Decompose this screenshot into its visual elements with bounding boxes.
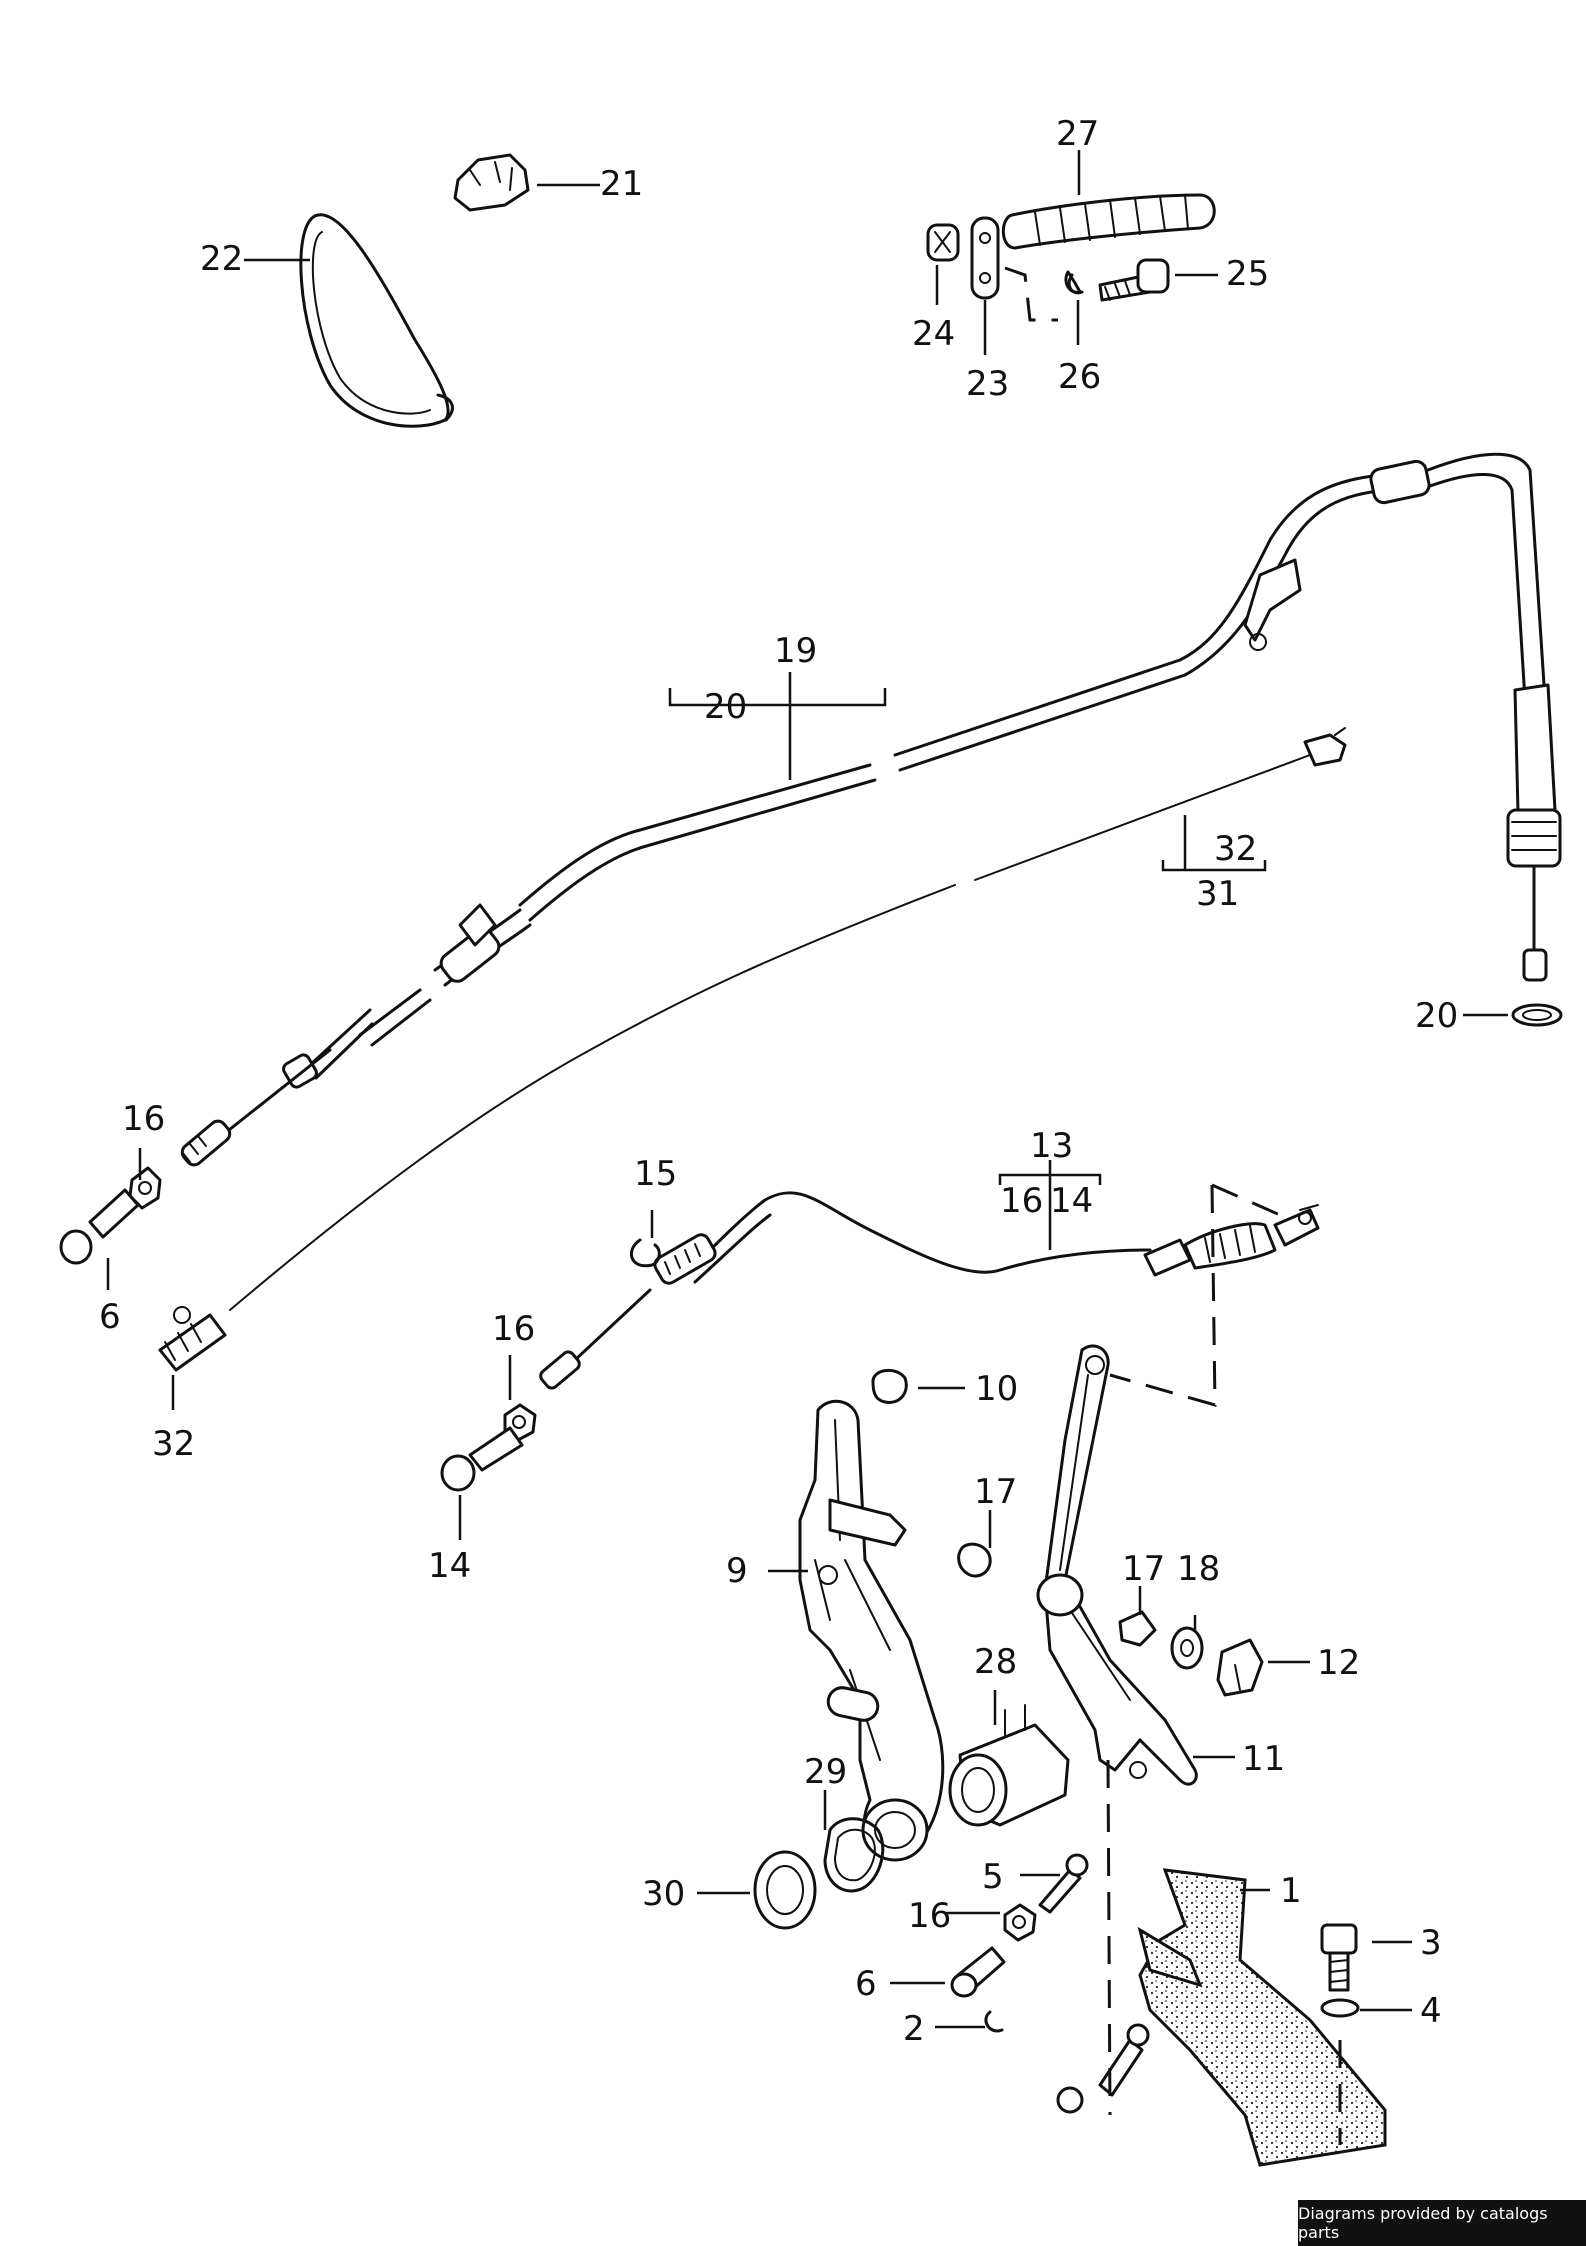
callout-1: 1: [1280, 1871, 1302, 1911]
callout-20: 20: [1415, 996, 1458, 1036]
callout-16-lower: 16: [908, 1896, 951, 1936]
bolt-part-3: [1320, 1923, 1358, 1955]
middle-cable-part-13: [539, 1191, 1320, 1390]
bushing-part-10: [871, 1368, 908, 1404]
pedal-bracket-part-9: [798, 1399, 945, 1862]
inner-cable-part-31: [158, 727, 1347, 1372]
clip-part-21: [453, 153, 530, 212]
callout-6-lower: 6: [855, 1964, 877, 2004]
credit-banner: Diagrams provided by catalogs parts: [1298, 2200, 1586, 2246]
rod-end: [1098, 2038, 1144, 2097]
threaded-end: [180, 1119, 232, 1167]
gasket-part-29: [823, 1817, 885, 1893]
plate-part-23: [970, 216, 1000, 300]
dash-line-3: [1106, 1759, 1112, 2116]
callout-14: 14: [428, 1546, 471, 1586]
dash-line-1: [1211, 1183, 1281, 1217]
switch-part-28: [948, 1704, 1070, 1827]
callout-19: 19: [774, 631, 817, 671]
callout-16-middle: 16: [492, 1309, 535, 1349]
loop-clamp-part-22: [299, 213, 454, 428]
callout-2: 2: [903, 2009, 925, 2049]
bushing-part-17-upper: [957, 1542, 992, 1578]
callout-17-lower: 17: [1122, 1549, 1165, 1589]
callout-10: 10: [975, 1369, 1018, 1409]
callout-11: 11: [1242, 1739, 1285, 1779]
callout-13: 13: [1030, 1126, 1073, 1166]
boot-assembly-parts-23-27: [926, 193, 1216, 322]
lock-nut-part-30: [753, 1850, 817, 1930]
callout-28: 28: [974, 1642, 1017, 1682]
clip-part-2: [984, 2010, 1004, 2033]
callout-17-upper: 17: [974, 1472, 1017, 1512]
callout-16-upper-left: 16: [122, 1099, 165, 1139]
callout-12: 12: [1317, 1643, 1360, 1683]
callout-29: 29: [804, 1752, 847, 1792]
callout-6-upper-left: 6: [99, 1297, 121, 1337]
callout-16-bracket: 16: [1000, 1181, 1043, 1221]
washer-part-4: [1320, 1998, 1360, 2018]
pushrod-part-5: [1038, 1868, 1082, 1914]
callout-5: 5: [982, 1857, 1004, 1897]
upper-cable-part-19: [180, 452, 1562, 1167]
washer-part-20: [1511, 1003, 1563, 1027]
callout-25: 25: [1226, 254, 1269, 294]
callout-24: 24: [912, 314, 955, 354]
leader-lines: [106, 150, 1508, 2029]
callout-27: 27: [1056, 114, 1099, 154]
callout-22: 22: [200, 239, 243, 279]
callout-32: 32: [152, 1424, 195, 1464]
callout-labels: 21 22 27 24 23 26 25 19 20 32 31 20 16 6…: [99, 114, 1458, 2049]
callout-30: 30: [642, 1874, 685, 1914]
clip-part-15: [629, 1238, 661, 1268]
dash-line-2: [1109, 1184, 1217, 1407]
callout-23: 23: [966, 364, 1009, 404]
washer-part-18: [1170, 1626, 1204, 1670]
nut-part-16: [1003, 1903, 1037, 1942]
callout-26: 26: [1058, 357, 1101, 397]
callout-15: 15: [634, 1154, 677, 1194]
callout-18: 18: [1177, 1549, 1220, 1589]
callout-9: 9: [726, 1551, 748, 1591]
callout-21: 21: [600, 164, 643, 204]
callout-4: 4: [1420, 1991, 1442, 2031]
nut-and-pin-upper-left: [59, 1166, 162, 1265]
callout-20-bracket: 20: [704, 687, 747, 727]
callout-31: 31: [1196, 874, 1239, 914]
pedal-pad-part-1: [1137, 1868, 1387, 2167]
clip-part-12: [1216, 1638, 1264, 1697]
rubber-boot-part-27: [1001, 193, 1216, 250]
callout-32-bracket: 32: [1214, 829, 1257, 869]
callout-14-bracket: 14: [1050, 1181, 1093, 1221]
nut-and-pin-middle: [440, 1403, 537, 1492]
bushing-part-17-lower: [1118, 1610, 1157, 1647]
pedal-lever-part-11: [1036, 1344, 1198, 1786]
callout-3: 3: [1420, 1923, 1442, 1963]
